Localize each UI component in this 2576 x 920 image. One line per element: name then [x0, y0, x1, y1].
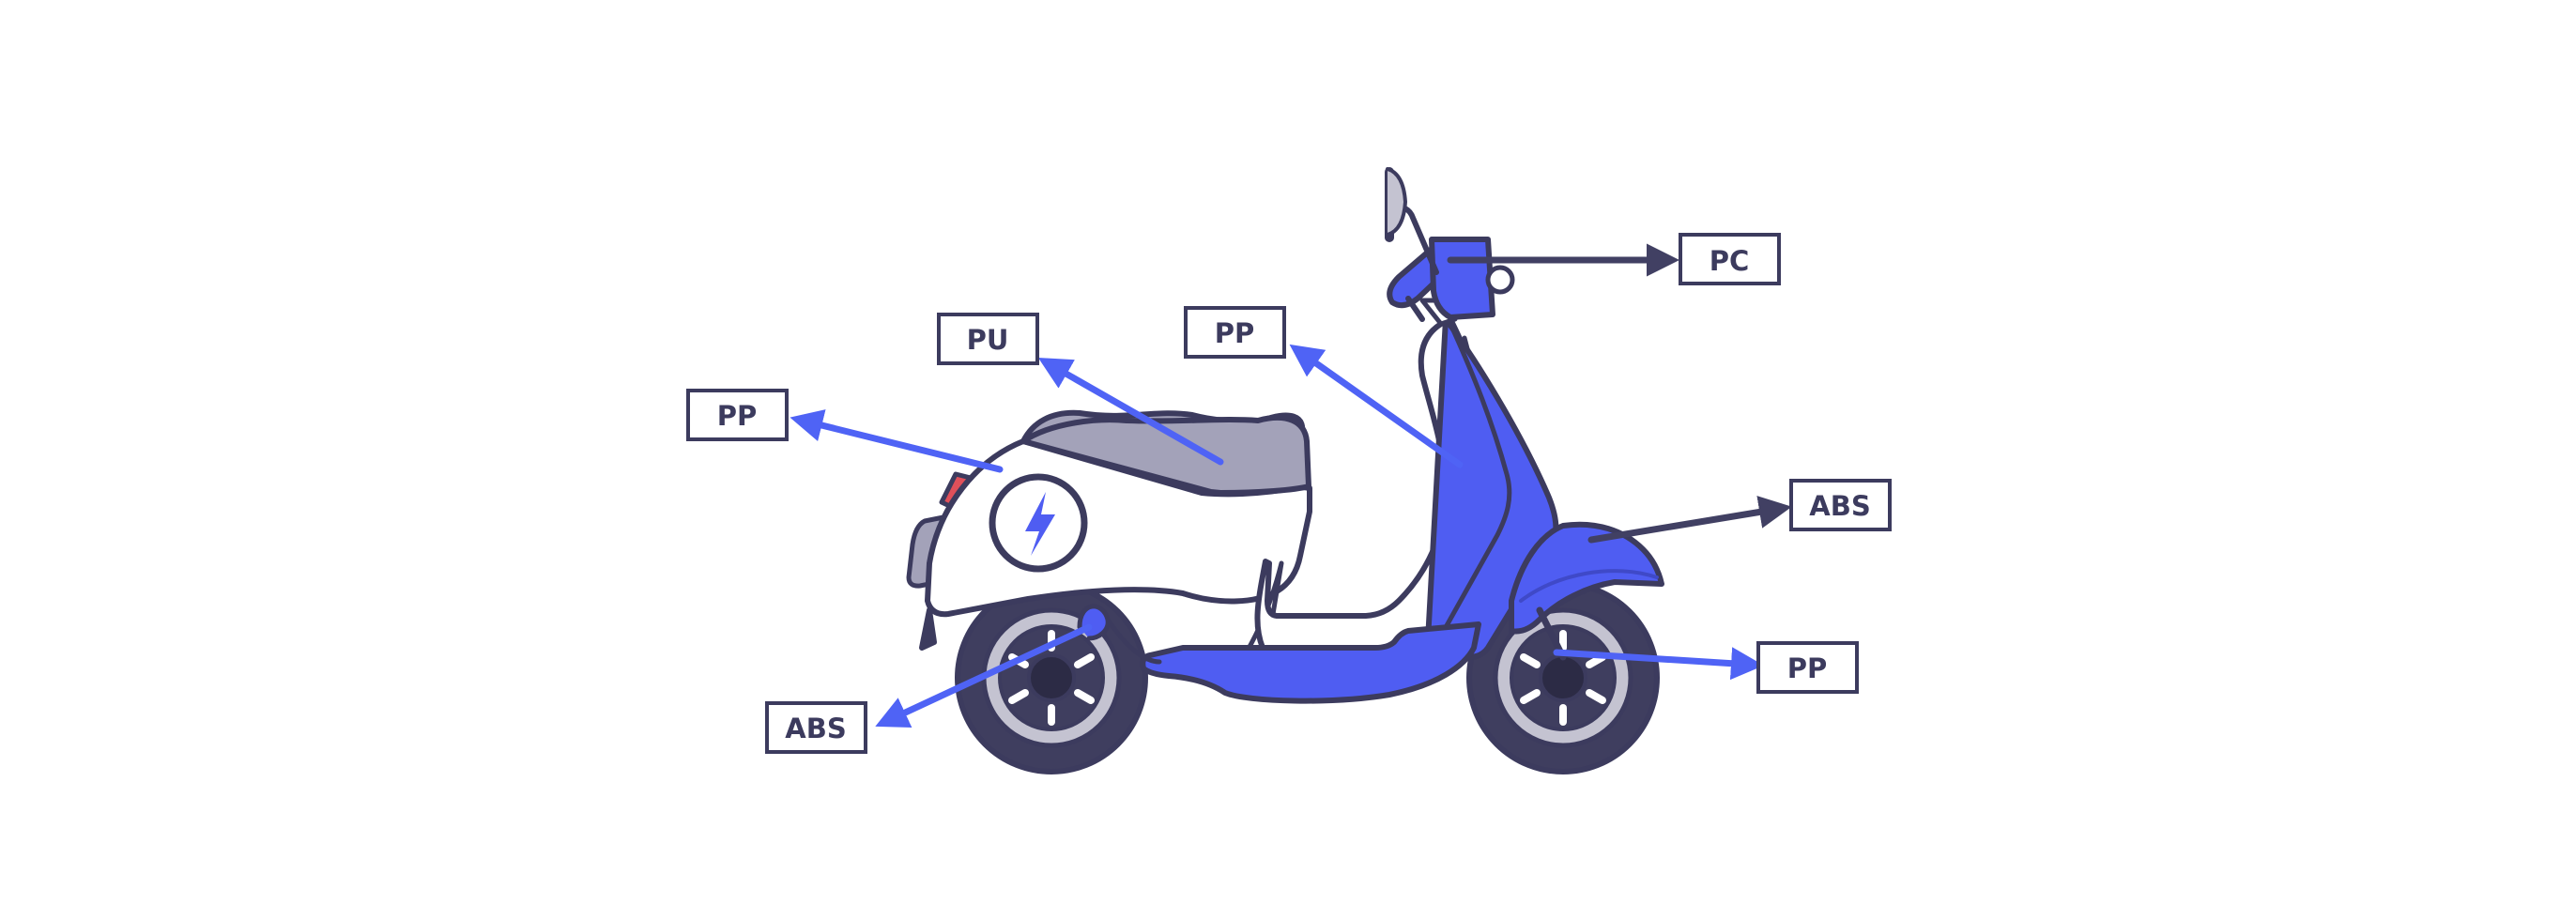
label-pp-stem: PP: [1184, 306, 1286, 359]
arrow-pp-side: [790, 409, 1004, 473]
headlight-housing: [1429, 237, 1495, 320]
label-abs-front: ABS: [1789, 479, 1892, 531]
front-fork: [1536, 606, 1567, 661]
arrow-pp-stem: [1289, 344, 1464, 468]
kickstand: [919, 607, 937, 651]
lightning-bolt-icon: [1025, 492, 1055, 556]
label-pp-side-text: PP: [717, 400, 758, 432]
arrow-pu: [1037, 358, 1224, 466]
floorboard: [1140, 621, 1481, 704]
front-body-edge: [1429, 321, 1512, 655]
seat-top: [1020, 415, 1311, 496]
arrow-pp-wheel: [1553, 647, 1764, 681]
material-labels: PC PU PP PP ABS PP ABS: [686, 233, 1892, 754]
scooter: [906, 167, 1664, 774]
label-pp-stem-text: PP: [1215, 317, 1255, 349]
callout-arrows: [790, 243, 1792, 728]
label-pc-text: PC: [1710, 245, 1750, 277]
label-abs-rear-text: ABS: [785, 713, 846, 744]
front-fender: [1509, 521, 1664, 635]
label-pu-text: PU: [967, 324, 1009, 356]
arrow-abs-rear: [875, 623, 1093, 728]
arrow-abs-front: [1587, 496, 1792, 544]
label-pp-side: PP: [686, 389, 789, 441]
label-pc: PC: [1679, 233, 1781, 285]
label-pu: PU: [937, 313, 1039, 365]
battery-badge: [989, 473, 1088, 573]
label-pp-wheel: PP: [1756, 641, 1859, 694]
label-abs-rear: ABS: [765, 701, 867, 754]
label-abs-front-text: ABS: [1809, 490, 1870, 522]
label-pp-wheel-text: PP: [1787, 652, 1828, 684]
